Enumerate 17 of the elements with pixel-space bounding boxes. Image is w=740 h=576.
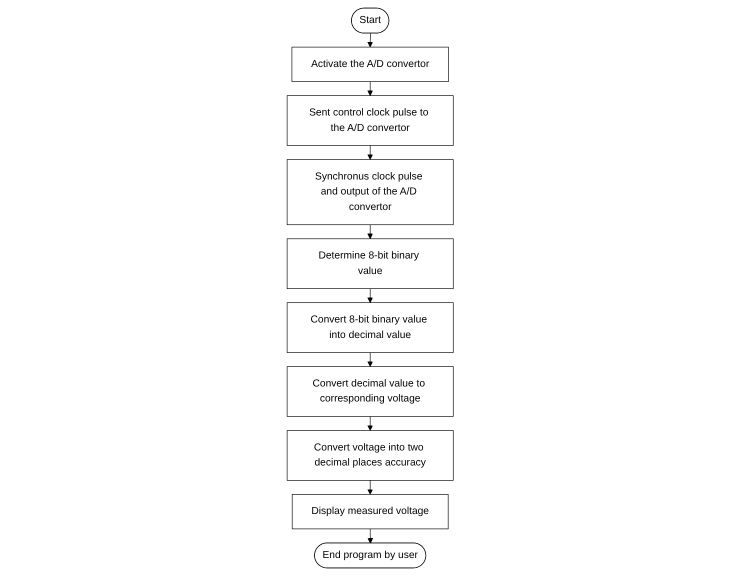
node-box: Sent control clock pulse to the A/D convertor (286, 95, 454, 146)
arrow (367, 145, 373, 160)
node-box: Activate the A/D convertor (291, 46, 449, 82)
node-box: Convert 8-bit binary value into decimal value (286, 302, 454, 353)
node-box: Convert decimal value to corresponding voltage (286, 366, 454, 417)
arrow (367, 352, 373, 367)
node-box: Display measured voltage (292, 494, 448, 530)
arrow (367, 224, 373, 240)
arrow (367, 81, 373, 96)
arrow (367, 480, 373, 495)
node-box: Synchronus clock pulse and output of the A/D convertor (286, 159, 454, 226)
arrow (367, 528, 373, 544)
node-box: Determine 8-bit binary value (286, 238, 454, 289)
arrow (367, 416, 373, 431)
arrow (367, 288, 373, 303)
node-box: Convert voltage into two decimal places accuracy (286, 430, 454, 481)
arrow (367, 33, 373, 48)
